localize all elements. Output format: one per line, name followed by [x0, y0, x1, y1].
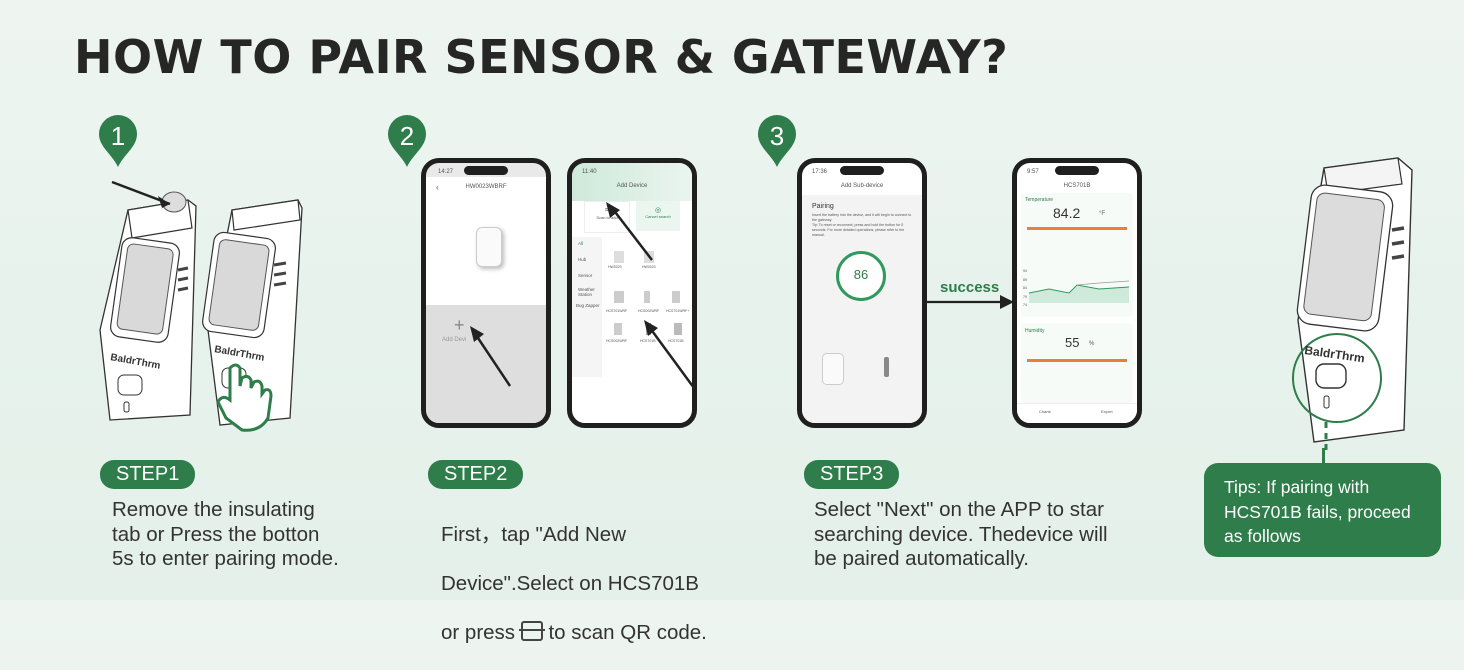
step-2-description: First，tap "Add New Device".Select on HCS…: [441, 522, 707, 644]
tips-text: Tips: If pairing with HCS701B fails, pro…: [1224, 477, 1411, 546]
add-device-label[interactable]: Add Devi: [442, 337, 467, 343]
humidity-range-bar: [1027, 359, 1127, 362]
sensor-image: [822, 353, 844, 385]
temperature-chart: [1029, 280, 1130, 303]
humidity-value: 55: [1065, 335, 1080, 350]
plus-icon[interactable]: +: [454, 315, 465, 335]
step-3-description: Select "Next" on the APP to star searchi…: [814, 498, 1108, 570]
phone-pairing: 17:36 Add Sub-device Pairing Insert the …: [797, 158, 927, 428]
arrows-step-2: [606, 202, 696, 389]
tab-charts[interactable]: Charts: [1039, 409, 1051, 414]
tips-box: Tips: If pairing with HCS701B fails, pro…: [1204, 463, 1441, 557]
sensor-illustration-pair: BaldrThrm BaldrThrm: [99, 180, 303, 432]
arrow-to-add: [470, 326, 512, 387]
search-button[interactable]: ◎ Cancel search: [636, 201, 680, 231]
step-1-badge: STEP1: [100, 460, 196, 489]
step-3-badge: STEP3: [804, 460, 900, 489]
step-2-marker: 2: [387, 114, 427, 167]
step-3-marker: 3: [757, 114, 797, 167]
scan-icon: [518, 620, 545, 641]
page-title: HOW TO PAIR SENSOR & GATEWAY?: [74, 30, 1009, 84]
step-1-marker: 1: [98, 114, 138, 167]
countdown-ring: [836, 251, 886, 301]
success-arrow: [924, 295, 1014, 309]
temperature-range-bar: [1027, 227, 1127, 230]
phone-add-device: 11:40 Add Device ⌗ Scan to add ◎ Cancel …: [567, 158, 697, 428]
gateway-image: [884, 357, 889, 377]
step-2-badge: STEP2: [428, 460, 524, 489]
step-1-description: Remove the insulating tab or Press the b…: [112, 498, 339, 570]
phone-device-page: 14:27 ‹ HW0023WBRF + Add Devi: [421, 158, 551, 428]
tab-export[interactable]: Export: [1101, 409, 1113, 414]
success-label: success: [940, 279, 1000, 296]
gateway-device-illustration: BaldrThrm: [1292, 157, 1413, 450]
sensor-image: [476, 227, 502, 267]
back-icon[interactable]: ‹: [436, 183, 439, 192]
scan-to-add-button[interactable]: ⌗ Scan to add: [584, 201, 630, 233]
temperature-value: 84.2: [1053, 205, 1081, 221]
